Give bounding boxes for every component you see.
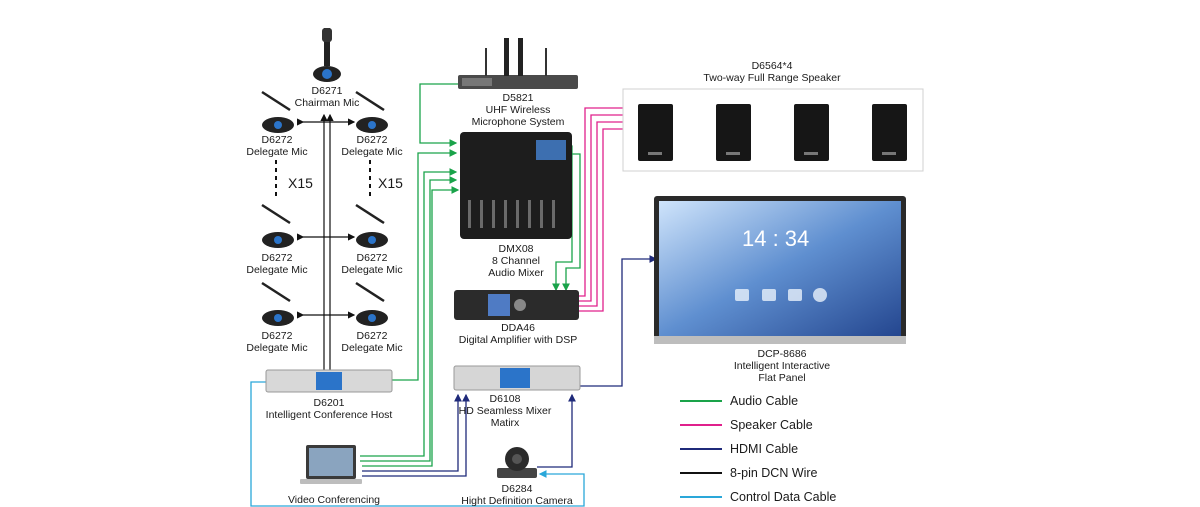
conference-host-model: D6201 [313,397,345,409]
matrix-model: D6108 [489,393,521,405]
legend-item-hdmi: HDMI Cable [680,441,798,457]
camera-icon [497,447,537,478]
chairman-mic-label: D6271 Chairman Mic [295,85,360,109]
legend-item-audio: Audio Cable [680,393,798,409]
amplifier-model: DDA46 [501,322,535,334]
legend-item-dcn: 8-pin DCN Wire [680,465,818,481]
matrix-name: HD Seamless Mixer [458,405,552,417]
wireless-mic-label: D5821 UHF Wireless Microphone System [472,92,565,128]
multiplier-label: X15 [378,175,403,191]
flat-panel-icon [654,196,906,344]
delegate-mic-label: D6272 Delegate Mic [341,134,402,158]
legend-swatch [680,448,722,450]
delegate-mic-model: D6272 [356,330,388,342]
delegate-mic-model: D6272 [261,330,293,342]
wireless-mic-icon [458,38,578,89]
legend-label: Speaker Cable [730,418,813,432]
wireless-mic-model: D5821 [502,92,534,104]
laptop-icon [300,445,362,484]
delegate-mic-label: D6272 Delegate Mic [341,330,402,354]
delegate-mic-label: D6272 Delegate Mic [341,252,402,276]
speaker-cables [579,104,636,312]
legend-swatch [680,424,722,426]
chairman-mic-icon [313,28,341,82]
delegate-mic-name: Delegate Mic [246,146,308,158]
delegate-mic-name: Delegate Mic [341,146,403,158]
delegate-mic-label: D6272 Delegate Mic [246,252,307,276]
legend-swatch [680,472,722,474]
control-cables [250,381,585,507]
delegate-mic-label: D6272 Delegate Mic [246,330,307,354]
legend-label: Control Data Cable [730,490,837,504]
delegate-mic-name: Delegate Mic [246,264,308,276]
amplifier-icon [454,290,579,320]
mixer-icon [460,132,572,239]
panel-clock: 14 : 34 [742,226,810,251]
panel-label: DCP-8686 Intelligent Interactive Flat Pa… [734,348,830,384]
speaker-model: D6564*4 [751,60,793,72]
legend-label: 8-pin DCN Wire [730,466,818,480]
conference-host-name: Intelligent Conference Host [265,409,393,421]
mixer-label: DMX08 8 Channel Audio Mixer [488,243,543,279]
matrix-name: Matirx [490,417,520,429]
hdmi-cables [362,255,658,477]
delegate-mic-model: D6272 [261,252,293,264]
speaker-icons [638,104,907,161]
wireless-mic-name: Microphone System [471,116,565,128]
delegate-mic-label: D6272 Delegate Mic [246,134,307,158]
matrix-label: D6108 HD Seamless Mixer Matirx [459,393,552,429]
dcn-wires [275,113,371,370]
conference-host-label: D6201 Intelligent Conference Host [266,397,393,421]
delegate-mic-model: D6272 [356,252,388,264]
legend-label: HDMI Cable [730,442,799,456]
wireless-mic-name: UHF Wireless [485,104,551,116]
camera-label: D6284 Hight Definition Camera [461,483,572,507]
panel-name: Flat Panel [758,372,806,384]
legend-item-speaker: Speaker Cable [680,417,813,433]
panel-name: Intelligent Interactive [733,360,831,372]
laptop-label: Video Conferencing [287,494,381,506]
delegate-mic-model: D6272 [261,134,293,146]
delegate-mic-name: Delegate Mic [341,264,403,276]
camera-model: D6284 [501,483,533,495]
amplifier-label: DDA46 Digital Amplifier with DSP [459,322,577,346]
delegate-mic-model: D6272 [356,134,388,146]
panel-model: DCP-8686 [757,348,807,360]
legend-swatch [680,496,722,498]
legend-label: Audio Cable [730,394,799,408]
chairman-mic-name: Chairman Mic [294,97,360,109]
mixer-name: Audio Mixer [488,267,544,279]
conference-host-icon [265,369,393,393]
amplifier-name: Digital Amplifier with DSP [458,334,578,346]
legend-swatch [680,400,722,402]
multiplier-label: X15 [288,175,313,191]
speaker-label: D6564*4 Two-way Full Range Speaker [703,60,840,84]
mixer-name: 8 Channel [492,255,540,267]
delegate-mic-name: Delegate Mic [246,342,308,354]
legend-item-control: Control Data Cable [680,489,836,505]
speaker-name: Two-way Full Range Speaker [703,72,841,84]
camera-name: Hight Definition Camera [461,495,573,507]
chairman-mic-model: D6271 [311,85,343,97]
delegate-mic-name: Delegate Mic [341,342,403,354]
mixer-model: DMX08 [498,243,534,255]
delegate-mic-icons [261,90,388,326]
matrix-icon [453,365,581,391]
